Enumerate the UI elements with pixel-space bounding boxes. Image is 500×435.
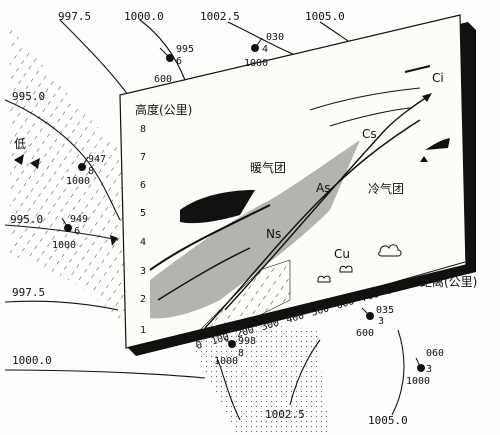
svg-text:995: 995 (176, 44, 194, 55)
isobar-label: 1000.0 (124, 10, 164, 23)
warm-air-mass-label: 暖气团 (250, 160, 286, 175)
isobars (4, 19, 405, 421)
station-plot: 030 4 1000 (244, 32, 284, 69)
svg-text:7: 7 (140, 152, 146, 163)
cloud-label-as: As (316, 181, 330, 195)
isobar-label: 1002.5 (265, 408, 305, 421)
svg-text:1000: 1000 (52, 240, 76, 251)
svg-text:1000: 1000 (244, 58, 268, 69)
svg-text:0: 0 (195, 340, 204, 352)
cumulus-cloud-icons (317, 244, 402, 283)
svg-text:500: 500 (310, 303, 330, 319)
svg-text:900: 900 (410, 275, 430, 291)
svg-text:1000: 1000 (214, 356, 238, 367)
isobar-label: 1002.5 (200, 10, 240, 23)
svg-text:8: 8 (140, 124, 146, 135)
svg-text:1: 1 (140, 325, 146, 336)
cold-front-symbols (14, 154, 118, 246)
warm-air-flow-arrow (224, 94, 431, 311)
cross-section-panel (119, 14, 467, 349)
svg-text:060: 060 (426, 348, 444, 359)
isobar-label: 995.0 (12, 90, 45, 103)
cloud-label-ns: Ns (266, 227, 281, 241)
svg-text:998: 998 (238, 336, 256, 347)
cloud-label-cs: Cs (362, 127, 377, 141)
frontal-precipitation (199, 259, 291, 331)
low-pressure-label: 低 (14, 137, 26, 151)
svg-text:600: 600 (335, 296, 355, 312)
x-axis-line (197, 261, 466, 339)
svg-text:8: 8 (88, 166, 94, 177)
svg-text:3: 3 (140, 266, 146, 277)
svg-text:035: 035 (376, 305, 394, 316)
x-axis-title: 距离(公里) (420, 274, 477, 289)
precipitation-area-left (10, 28, 128, 330)
svg-text:4: 4 (262, 44, 268, 55)
cloud-label-ci: Ci (432, 71, 444, 85)
y-axis-ticks: 1 2 3 4 5 6 7 8 (140, 124, 146, 336)
svg-text:800: 800 (385, 282, 405, 298)
y-axis-title: 高度(公里) (135, 102, 192, 117)
svg-text:030: 030 (266, 32, 284, 43)
svg-text:1000: 1000 (66, 176, 90, 187)
cloud-label-cu: Cu (334, 247, 350, 261)
precipitation-area-bottom (190, 320, 330, 432)
svg-text:947: 947 (88, 154, 106, 165)
isobar-label: 995.0 (10, 213, 43, 226)
isobar-label: 1005.0 (368, 414, 408, 427)
station-plot: 035 3 600 (356, 305, 394, 339)
isobar-label: 997.5 (58, 10, 91, 23)
svg-text:949: 949 (70, 214, 88, 225)
svg-text:200: 200 (235, 325, 255, 341)
svg-text:300: 300 (260, 318, 280, 334)
svg-text:8: 8 (238, 348, 244, 359)
station-plot: 949 6 1000 (52, 214, 88, 251)
isobar-label: 997.5 (12, 286, 45, 299)
svg-text:4: 4 (140, 237, 146, 248)
station-plot: 995 6 600 (154, 44, 194, 85)
svg-text:5: 5 (140, 208, 146, 219)
station-plot: 060 3 1000 (406, 348, 444, 387)
svg-text:600: 600 (356, 328, 374, 339)
cold-air-mass-label: 冷气团 (368, 181, 404, 196)
isobar-label: 1005.0 (305, 10, 345, 23)
svg-text:700: 700 (360, 289, 380, 305)
svg-text:1000: 1000 (406, 376, 430, 387)
x-axis-ticks: 0 100 200 300 400 500 600 700 800 900 10… (195, 266, 462, 352)
svg-text:400: 400 (285, 310, 305, 326)
svg-text:3: 3 (426, 364, 432, 375)
svg-text:600: 600 (154, 74, 172, 85)
cloud-shading (149, 65, 450, 319)
svg-text:6: 6 (140, 180, 146, 191)
svg-text:3: 3 (378, 316, 384, 327)
station-plot: 998 8 1000 (214, 336, 256, 367)
svg-text:6: 6 (74, 226, 80, 237)
svg-text:2: 2 (140, 294, 146, 305)
station-plot: 947 8 1000 (66, 154, 106, 187)
svg-text:100: 100 (210, 332, 230, 348)
isobar-label: 1000.0 (12, 354, 52, 367)
frontal-surface (204, 119, 421, 329)
svg-text:6: 6 (176, 56, 182, 67)
